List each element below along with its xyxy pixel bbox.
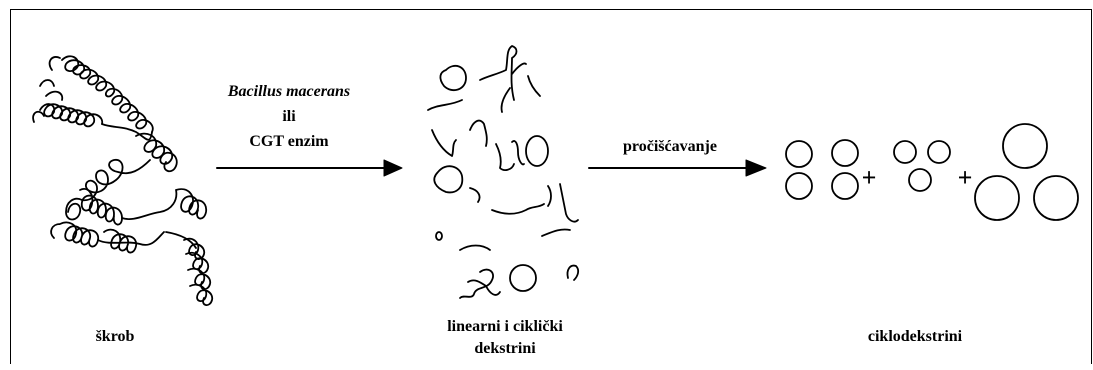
plus-sign-1: + [861, 163, 877, 192]
purification-label: pročišćavanje [623, 138, 717, 155]
organism-label: Bacillus macerans [227, 83, 351, 100]
figure-frame [10, 9, 1092, 364]
connector-label: ili [282, 108, 296, 125]
starch-helix-drawing [32, 55, 214, 306]
dextrins-label-line2: dekstrini [474, 340, 536, 357]
cyclodextrins-label: ciklodekstrini [867, 328, 963, 345]
enzyme-label: CGT enzim [249, 133, 329, 150]
purification-arrow [588, 159, 767, 177]
dextrins-label-line1: linearni i ciklički [447, 318, 563, 335]
reaction-arrow [216, 159, 403, 177]
dextrins-drawing [427, 45, 580, 299]
cyclodextrins-drawing [785, 123, 1079, 221]
starch-label: škrob [95, 328, 135, 345]
plus-sign-2: + [957, 163, 973, 192]
